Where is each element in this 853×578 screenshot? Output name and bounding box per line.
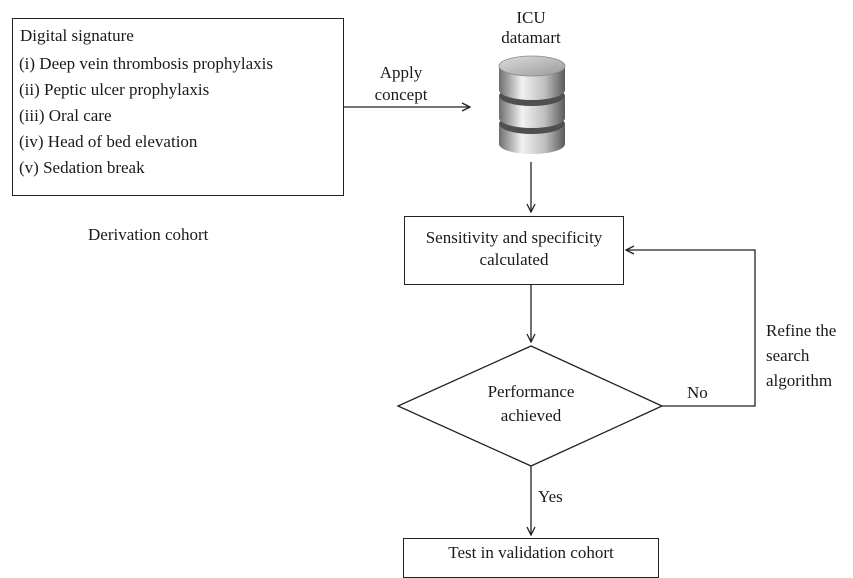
refine-label-line2: search [766, 346, 810, 365]
signature-item: (iv) Head of bed elevation [19, 132, 198, 151]
decision-label-line2: achieved [500, 406, 562, 425]
signature-item: (i) Deep vein thrombosis prophylaxis [19, 54, 274, 73]
datamart-label-line1: ICU [516, 8, 546, 27]
signature-box: Digital signature (i) Deep vein thrombos… [12, 18, 344, 196]
apply-concept-label: Apply concept [366, 62, 436, 106]
signature-item: (ii) Peptic ulcer prophylaxis [19, 80, 210, 99]
apply-concept-line2: concept [374, 85, 428, 104]
yes-label: Yes [538, 487, 563, 506]
derivation-cohort-label: Derivation cohort [88, 225, 209, 244]
refine-label-line3: algorithm [766, 371, 833, 390]
decision-label: Performance achieved [451, 380, 611, 428]
process-box-line2: calculated [479, 250, 549, 269]
signature-item: (v) Sedation break [19, 158, 145, 177]
signature-title: Digital signature [20, 26, 134, 45]
database-icon [498, 55, 566, 154]
signature-item: (iii) Oral care [19, 106, 112, 125]
datamart-label-line2: datamart [501, 28, 561, 47]
no-loop-arrow [626, 250, 756, 407]
datamart-label: ICU datamart [486, 8, 576, 48]
validation-box-label: Test in validation cohort [448, 543, 614, 562]
process-box: Sensitivity and specificity calculated [404, 216, 624, 285]
refine-label-line1: Refine the [766, 321, 837, 340]
process-box-line1: Sensitivity and specificity [425, 228, 603, 247]
no-label: No [687, 383, 708, 402]
decision-label-line1: Performance [487, 382, 575, 401]
apply-concept-line1: Apply [379, 63, 423, 82]
validation-box: Test in validation cohort [403, 538, 659, 578]
refine-label: Refine the search algorithm [766, 318, 836, 393]
